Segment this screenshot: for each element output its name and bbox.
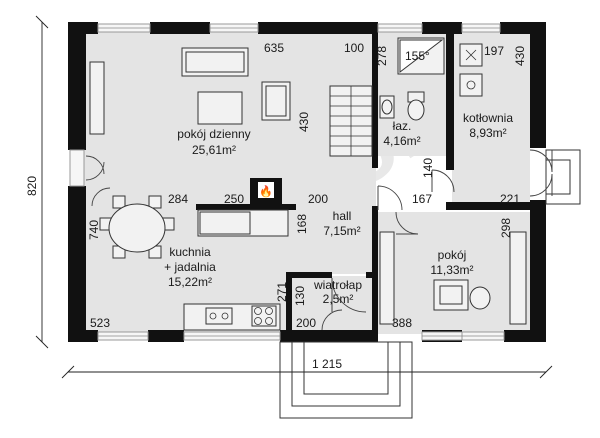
kitchen-counters <box>183 209 289 331</box>
dim-388: 388 <box>392 316 412 330</box>
dim-221: 221 <box>500 192 520 206</box>
area-hall: 7,15m² <box>323 224 360 238</box>
dim-197: 197 <box>484 44 504 58</box>
living-room-furniture <box>89 47 291 135</box>
label-kitchen-dining: + jadalnia <box>164 260 216 274</box>
label-bathroom: łaz. <box>393 119 412 133</box>
area-living-room: 25,61m² <box>192 143 236 157</box>
dim-100: 100 <box>344 41 364 55</box>
dim-740: 740 <box>87 220 101 240</box>
dim-155: 155° <box>405 49 430 63</box>
dim-140: 140 <box>421 158 435 178</box>
dim-430-right: 430 <box>513 46 527 66</box>
area-boiler-room: 8,93m² <box>469 126 506 140</box>
interior-walls <box>196 34 532 334</box>
area-room: 11,33m² <box>430 263 473 277</box>
dim-278: 278 <box>375 46 389 66</box>
bathroom-fixtures <box>379 37 445 121</box>
side-steps <box>545 149 581 205</box>
dim-200-bottom: 200 <box>296 316 316 330</box>
svg-text:🔥: 🔥 <box>259 185 273 198</box>
hall-floor <box>290 156 372 274</box>
dim-430-center: 430 <box>297 112 311 132</box>
dim-820: 820 <box>25 176 39 196</box>
dim-271: 271 <box>275 282 289 302</box>
dim-298: 298 <box>499 218 513 238</box>
dim-635: 635 <box>264 41 284 55</box>
dim-130: 130 <box>293 286 307 306</box>
dim-284: 284 <box>168 192 188 206</box>
dim-168: 168 <box>295 214 309 234</box>
area-vestibule: 2,5m² <box>323 292 354 306</box>
label-vestibule: wiatrołap <box>313 278 362 292</box>
dimension-lines <box>35 15 553 379</box>
label-kitchen: kuchnia <box>169 245 211 259</box>
dim-167: 167 <box>412 192 432 206</box>
bedroom-furniture <box>379 231 527 325</box>
label-hall: hall <box>333 209 352 223</box>
entrance-steps <box>279 341 413 419</box>
door-leaves <box>331 150 553 312</box>
area-bathroom: 4,16m² <box>383 134 420 148</box>
room-floor <box>376 212 530 334</box>
dim-200-center: 200 <box>308 192 328 206</box>
dim-1215: 1 215 <box>312 357 342 371</box>
dim-523: 523 <box>90 316 110 330</box>
label-boiler-room: kotłownia <box>463 111 513 125</box>
dining-table <box>99 195 175 259</box>
label-room: pokój <box>438 248 467 262</box>
fireplace: 🔥 <box>250 178 282 204</box>
dim-250: 250 <box>224 192 244 206</box>
area-kitchen: 15,22m² <box>168 275 212 289</box>
label-living-room: pokój dzienny <box>177 127 250 141</box>
